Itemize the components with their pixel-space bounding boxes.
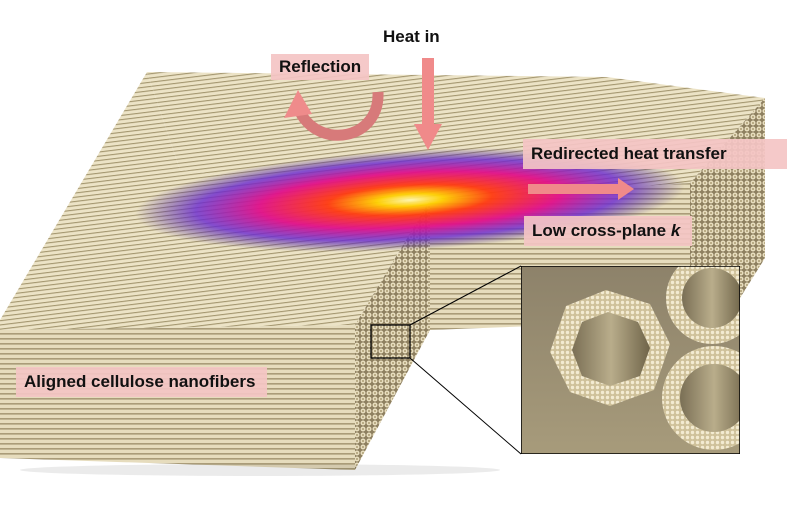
reflection-arrow [284, 90, 384, 141]
low-cross-plane-text: Low cross-plane [532, 221, 671, 240]
ground-shadow [20, 464, 500, 476]
step-cut-face [355, 200, 430, 470]
low-cross-plane-label: Low cross-plane k [524, 216, 693, 246]
zoom-box [370, 324, 411, 359]
zoom-line-top [409, 265, 522, 326]
tube-large-left [550, 290, 670, 406]
zoom-line-bottom [409, 357, 522, 455]
lower-slab-front-face [0, 325, 355, 470]
heat-in-arrow [414, 58, 442, 150]
k-symbol: k [670, 221, 681, 240]
redirected-heat-arrow [528, 178, 634, 200]
magnified-inset [521, 266, 740, 454]
redirected-heat-label: Redirected heat transfer [523, 139, 787, 169]
tube-bottom-right [662, 346, 740, 450]
heat-in-label: Heat in [383, 27, 440, 46]
reflection-label: Reflection [271, 54, 370, 80]
tube-top-right [666, 266, 740, 344]
aligned-nanofibers-label: Aligned cellulose nanofibers [16, 367, 268, 397]
